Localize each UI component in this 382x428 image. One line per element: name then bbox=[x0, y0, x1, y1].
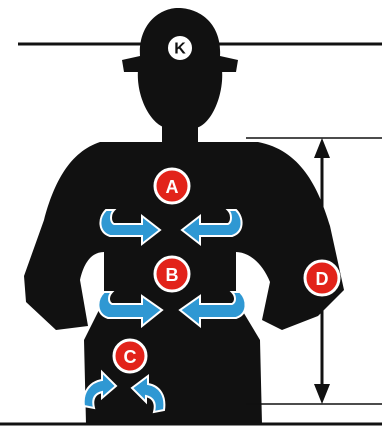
badge-waist-label: B bbox=[166, 265, 179, 285]
height-arrow-up bbox=[314, 138, 330, 158]
person-silhouette bbox=[24, 8, 344, 424]
badge-height-label: D bbox=[316, 269, 329, 289]
badge-chest: A bbox=[155, 169, 189, 203]
badge-hips-label: C bbox=[124, 347, 137, 367]
badge-chest-label: A bbox=[166, 177, 179, 197]
badge-head: K bbox=[167, 35, 193, 61]
height-arrow-down bbox=[314, 384, 330, 404]
badge-waist: B bbox=[155, 257, 189, 291]
badge-height: D bbox=[305, 261, 339, 295]
badge-head-label: K bbox=[174, 41, 186, 58]
badge-hips: C bbox=[114, 340, 146, 372]
